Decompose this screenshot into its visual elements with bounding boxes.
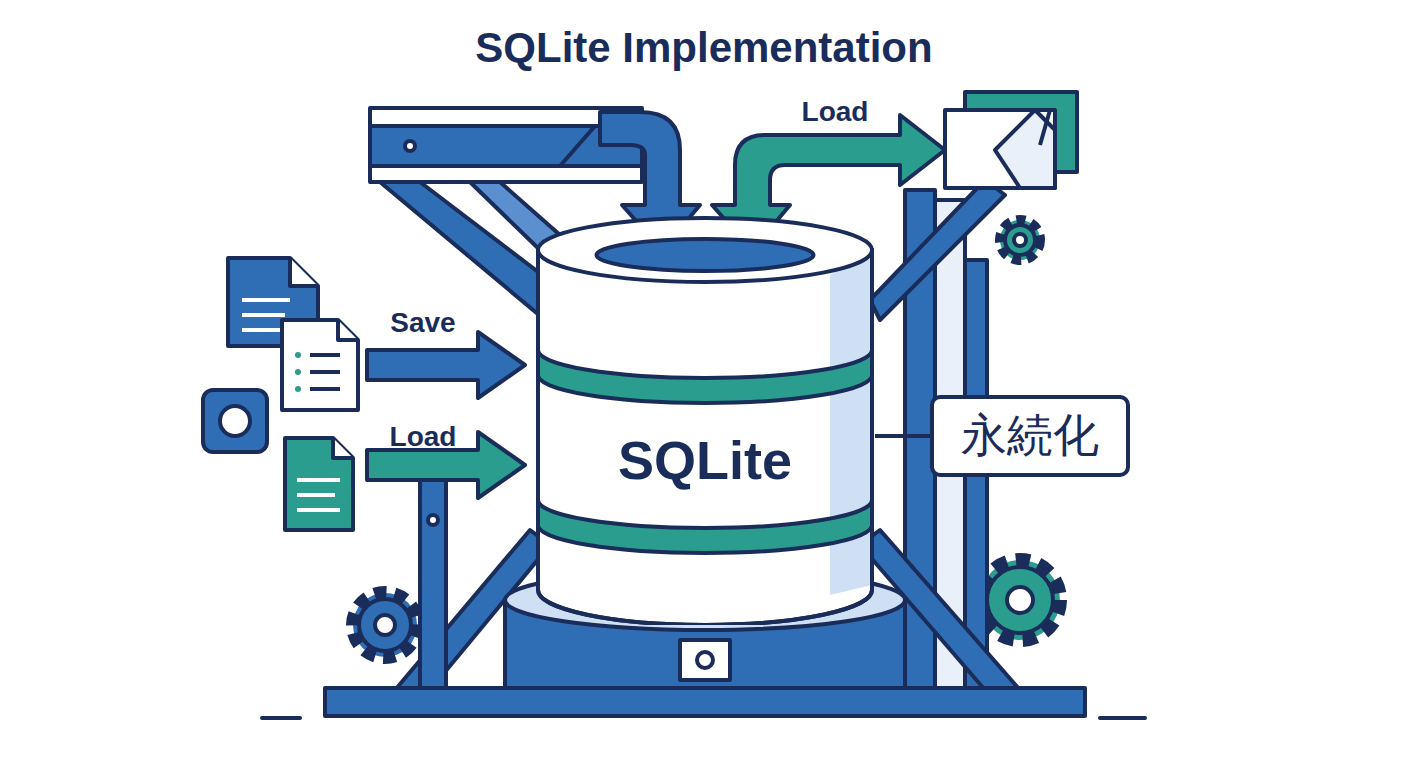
callout-box: 永続化 xyxy=(930,395,1130,477)
diagram-title: SQLite Implementation xyxy=(475,24,932,72)
arrow-label: Save xyxy=(390,307,455,339)
arrow-label: Load xyxy=(390,421,457,453)
leader-line xyxy=(875,436,930,437)
node-text: SQLite xyxy=(618,429,792,491)
arrow-label: Load xyxy=(802,96,869,128)
database-cylinder: SQLite xyxy=(535,215,875,625)
cylinder-outline xyxy=(535,215,875,625)
node-text: 永続化 xyxy=(961,405,1099,467)
